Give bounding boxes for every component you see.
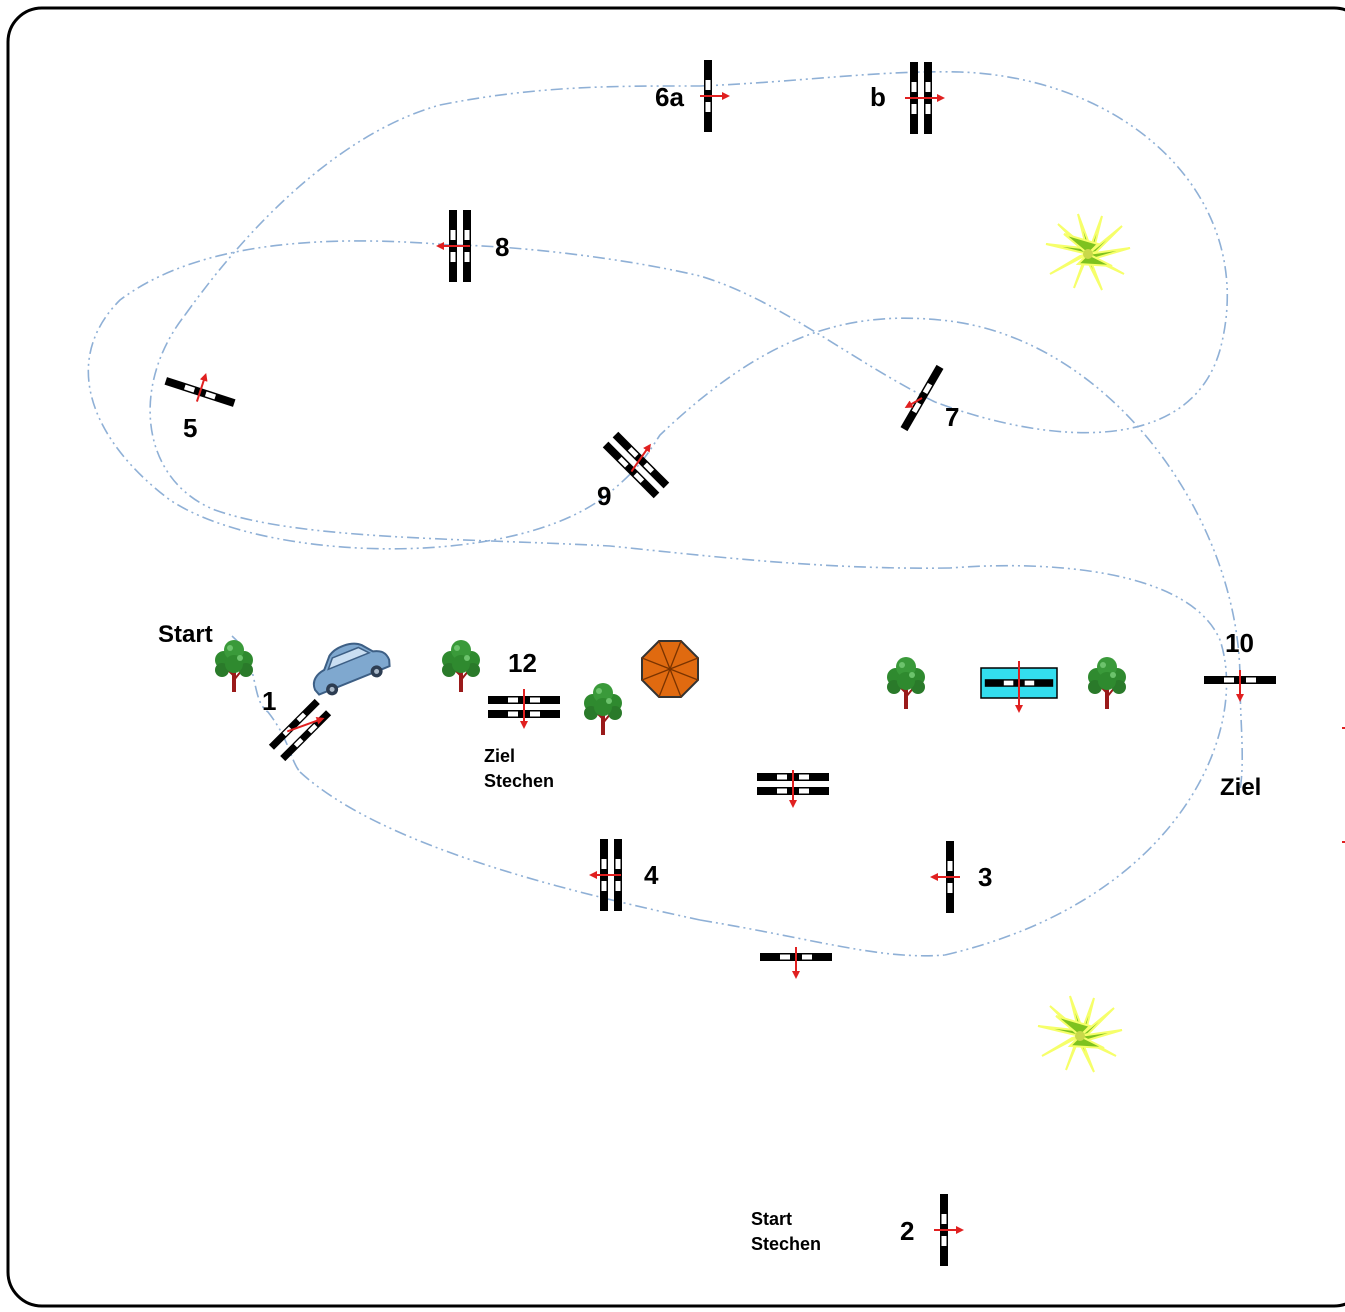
fence-unnumbered-oxer <box>757 770 829 808</box>
jump-12 <box>488 689 560 729</box>
jump-8 <box>436 210 471 282</box>
label-jump-1: 1 <box>262 686 276 716</box>
edge-arrow-marks <box>1342 727 1345 843</box>
jump-3 <box>930 841 960 913</box>
jump-1 <box>268 698 332 762</box>
jump-9 <box>602 431 670 499</box>
tree-icon <box>1087 656 1127 710</box>
jump-6a <box>700 60 730 132</box>
label-jump-8: 8 <box>495 232 509 262</box>
car-icon <box>312 642 391 696</box>
jump-2 <box>934 1194 964 1266</box>
plant-icon <box>1037 995 1123 1073</box>
label-jump-3: 3 <box>978 862 992 892</box>
tree-icon <box>886 656 926 710</box>
tree-icon <box>214 639 254 693</box>
label-jump-10: 10 <box>1225 628 1254 658</box>
label-jump-6a: 6a <box>655 82 684 112</box>
label-jump-4: 4 <box>644 860 659 890</box>
jump-4 <box>589 839 622 911</box>
jump-5 <box>164 372 236 407</box>
label-start: Start <box>158 621 213 648</box>
label-jump-6b: b <box>870 82 886 112</box>
tree-icon <box>441 639 481 693</box>
umbrella-icon <box>641 640 699 698</box>
label-jump-9: 9 <box>597 481 611 511</box>
jump-10 <box>1204 670 1276 702</box>
plant-icon <box>1045 213 1131 291</box>
label-jump-12: 12 <box>508 648 537 678</box>
label-finish-jumpoff-line1: Ziel <box>484 746 515 766</box>
course-path <box>87 70 1244 957</box>
label-jump-5: 5 <box>183 413 197 443</box>
jump-6b <box>905 62 945 134</box>
label-start-jumpoff-line2: Stechen <box>751 1234 821 1254</box>
label-start-jumpoff-line1: Start <box>751 1209 792 1229</box>
fence-unnumbered-vertical <box>760 947 832 979</box>
arena-border <box>6 6 1345 1308</box>
label-finish-jumpoff-line2: Stechen <box>484 771 554 791</box>
tree-icon <box>583 682 623 736</box>
label-finish: Ziel <box>1220 774 1261 801</box>
label-jump-7: 7 <box>945 402 959 432</box>
water-jump-icon <box>980 661 1058 713</box>
label-jump-2: 2 <box>900 1216 914 1246</box>
jump-7 <box>900 364 944 432</box>
